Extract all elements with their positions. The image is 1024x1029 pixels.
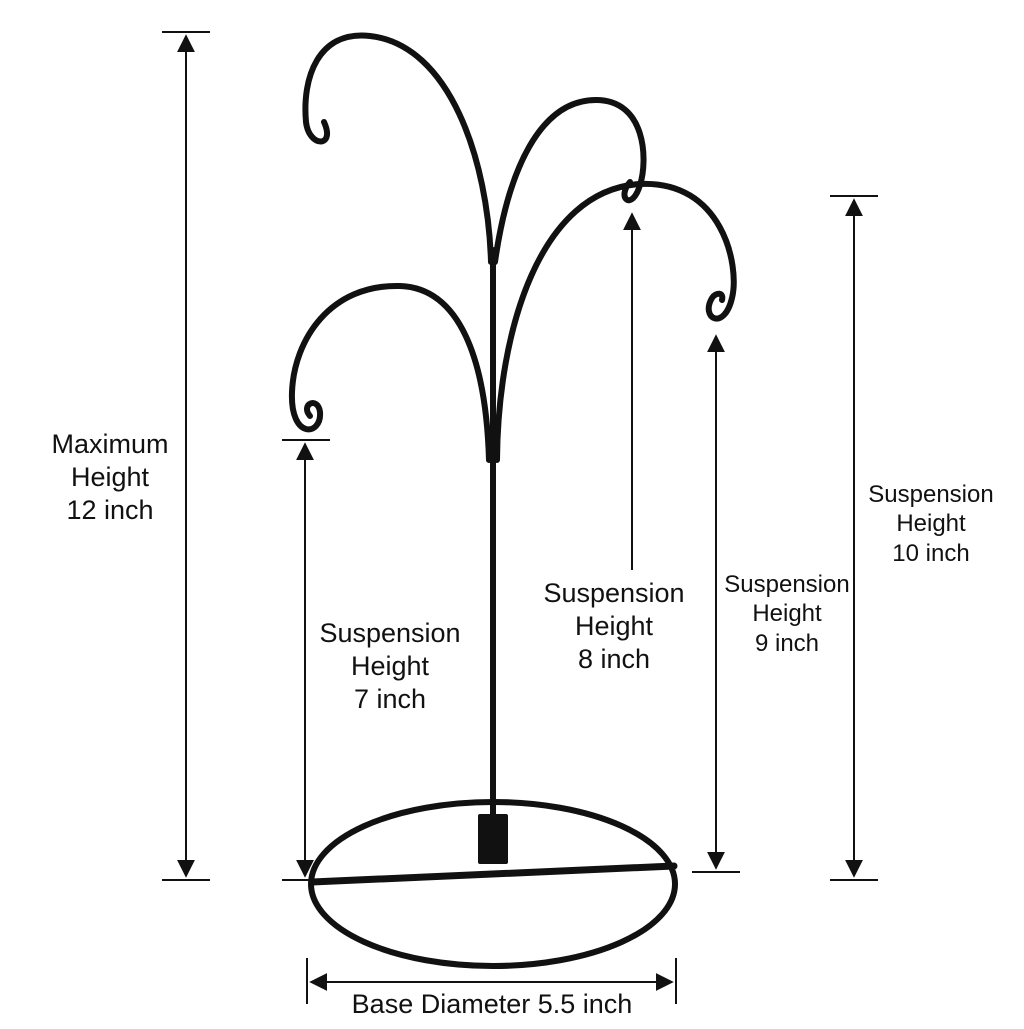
dimension-lines [162, 31, 878, 1004]
susp-7-line3: 7 inch [353, 683, 427, 714]
max-height-line2: Height [70, 461, 150, 492]
arm-tallest [302, 32, 494, 265]
base-crossbar [308, 862, 678, 886]
susp-10-line2: Height [896, 510, 966, 538]
base-diameter-label: Base Diameter 5.5 inch [351, 989, 633, 1019]
susp-8-label: Suspension Height 8 inch [532, 577, 696, 676]
post-coupling [478, 814, 508, 864]
susp-10-line1: Suspension [868, 481, 994, 508]
susp-7-label: Suspension Height 7 inch [308, 617, 472, 716]
susp-8-line3: 8 inch [577, 643, 651, 674]
susp-7-line2: Height [350, 650, 430, 681]
susp-10-line3: 10 inch [892, 539, 970, 567]
arm-9-inch [494, 180, 737, 463]
ornament-stand [288, 32, 737, 969]
susp-9-line1: Suspension [724, 571, 850, 598]
susp-7-line1: Suspension [319, 618, 461, 648]
susp-10-label: Suspension Height 10 inch [856, 480, 1006, 568]
max-height-label: Maximum Height 12 inch [40, 428, 180, 527]
arm-7-inch [288, 282, 492, 463]
susp-8-line1: Suspension [543, 578, 685, 608]
max-height-line3: 12 inch [66, 494, 154, 525]
susp-9-line2: Height [752, 600, 822, 628]
max-height-line1: Maximum [51, 429, 169, 459]
susp-8-line2: Height [574, 610, 654, 641]
susp-9-line3: 9 inch [754, 629, 820, 657]
susp-9-label: Suspension Height 9 inch [716, 570, 858, 658]
arm-8-inch [492, 96, 647, 265]
